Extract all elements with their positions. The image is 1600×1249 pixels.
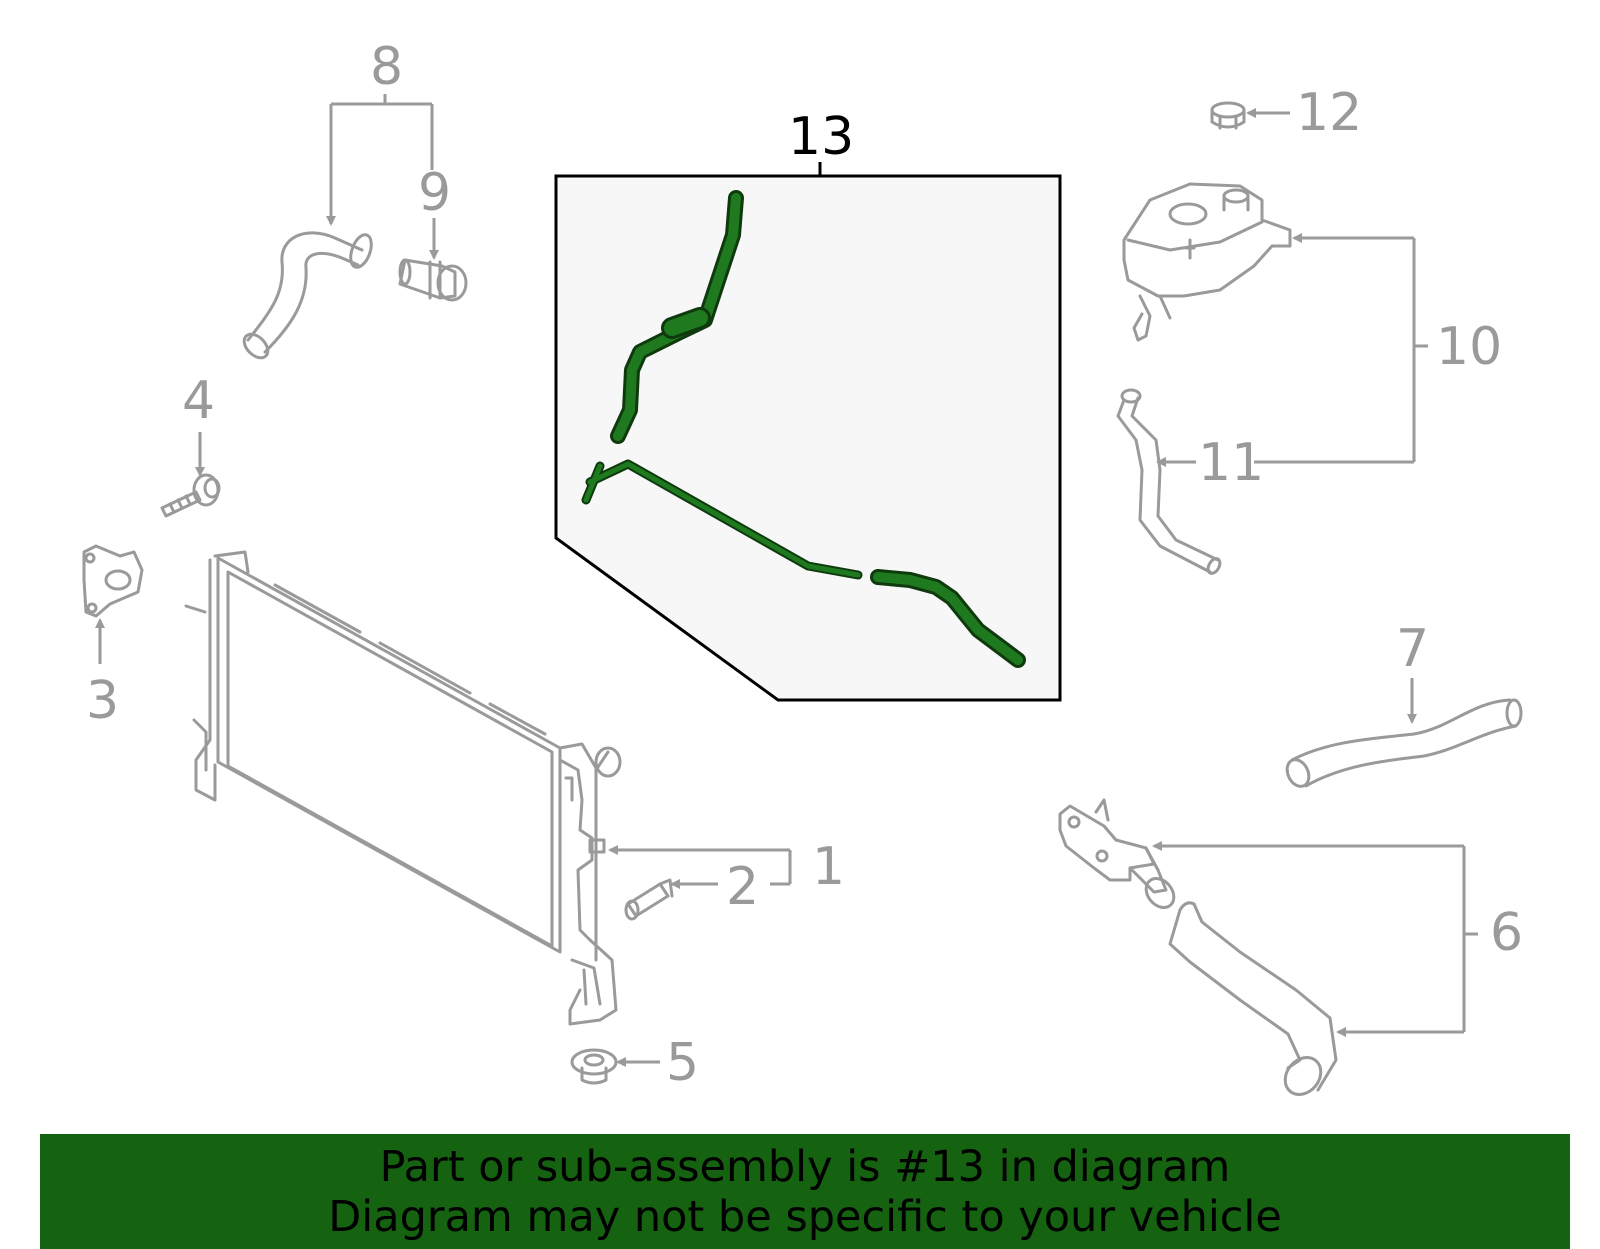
part-12-cap[interactable] [1210, 101, 1246, 130]
callout-3: 3 [86, 671, 119, 731]
part-10-reservoir[interactable] [1122, 182, 1292, 342]
callout-12: 12 [1296, 83, 1362, 143]
part-13-upper-hose [610, 190, 744, 444]
callout-13: 13 [788, 107, 854, 167]
callout-10: 10 [1436, 317, 1502, 377]
part-1-radiator[interactable] [184, 550, 622, 1026]
callout-6: 6 [1490, 903, 1523, 963]
part-13-inset[interactable] [554, 162, 1062, 702]
callout-11: 11 [1198, 433, 1264, 493]
part-11-hose[interactable] [1116, 388, 1222, 575]
part-6-thermostat-hose[interactable] [1058, 798, 1338, 1102]
callout-8: 8 [370, 37, 403, 97]
callout-5: 5 [666, 1033, 699, 1093]
callout-7: 7 [1396, 619, 1429, 679]
callout-1: 1 [812, 837, 845, 897]
part-9-clamp[interactable] [398, 258, 468, 302]
banner-line-2: Diagram may not be specific to your vehi… [328, 1192, 1282, 1242]
part-4-bolt[interactable] [160, 473, 221, 518]
banner-line-1: Part or sub-assembly is #13 in diagram [379, 1142, 1231, 1192]
part-7-hose[interactable] [1283, 698, 1523, 790]
part-8-hose[interactable] [240, 231, 376, 362]
callout-2: 2 [726, 857, 759, 917]
part-3-bracket[interactable] [82, 544, 144, 618]
part-5-grommet[interactable] [570, 1048, 618, 1085]
part-13-lower-hose [581, 459, 1026, 668]
callout-9: 9 [418, 163, 451, 223]
disclaimer-banner: Part or sub-assembly is #13 in diagram D… [40, 1134, 1570, 1249]
part-2-drain-plug[interactable] [624, 878, 674, 921]
callout-4: 4 [182, 371, 215, 431]
